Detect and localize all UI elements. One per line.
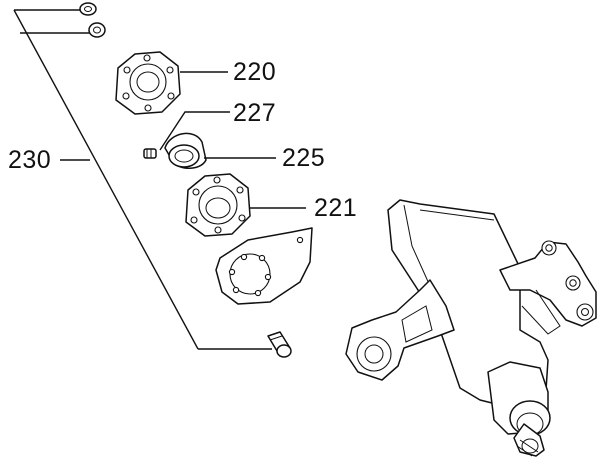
leader-227: [159, 111, 230, 151]
grease-fitting-227: [143, 148, 157, 159]
bushing-225: [164, 132, 207, 169]
nut-part: [79, 2, 97, 16]
leader-230: [13, 9, 272, 350]
callout-230: 230: [8, 146, 52, 174]
mounting-bracket-plate: [215, 227, 313, 305]
axle-knuckle-assembly: [345, 199, 597, 457]
callout-221: 221: [314, 194, 358, 222]
bolt-part: [267, 331, 292, 358]
flange-plate-220: [115, 51, 181, 115]
callout-220: 220: [233, 58, 277, 86]
callout-225: 225: [282, 144, 326, 172]
callout-227: 227: [233, 99, 277, 127]
washer-part: [88, 22, 106, 38]
flange-plate-221: [185, 173, 251, 237]
